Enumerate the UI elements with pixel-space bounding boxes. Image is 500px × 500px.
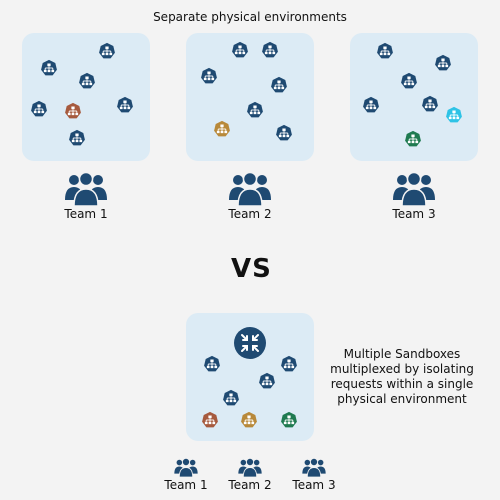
team-1-label: Team 1 — [64, 207, 108, 221]
shared-environment — [186, 313, 314, 441]
bottom-note: Multiple Sandboxes multiplexed by isolat… — [322, 347, 482, 407]
service-node-icon — [421, 95, 439, 113]
service-node-icon — [275, 124, 293, 142]
service-node-red-icon — [64, 102, 82, 120]
vs-label: VS — [231, 254, 272, 284]
service-node-icon — [362, 96, 380, 114]
service-node-icon — [376, 42, 394, 60]
top-title: Separate physical environments — [153, 10, 347, 24]
bottom-note-line: physical environment — [337, 392, 467, 406]
service-node-green-icon — [404, 130, 422, 148]
service-node-icon — [203, 355, 221, 373]
service-node-icon — [434, 54, 452, 72]
router-icon — [233, 326, 267, 360]
service-node-icon — [222, 389, 240, 407]
environment-1 — [22, 33, 150, 161]
team-3-label: Team 3 — [292, 478, 336, 492]
service-node-icon — [68, 129, 86, 147]
service-node-icon — [270, 76, 288, 94]
team-1-label: Team 1 — [164, 478, 208, 492]
service-node-gold-icon — [213, 120, 231, 138]
bottom-note-line: requests within a single — [330, 377, 474, 391]
service-node-icon — [231, 41, 249, 59]
service-node-icon — [261, 41, 279, 59]
service-node-icon — [200, 67, 218, 85]
service-node-icon — [246, 101, 264, 119]
team-3-people-icon — [391, 170, 437, 210]
environment-2 — [186, 33, 314, 161]
service-node-icon — [30, 100, 48, 118]
service-node-icon — [116, 96, 134, 114]
service-node-green-icon — [280, 411, 298, 429]
team-1-people-icon — [63, 170, 109, 210]
team-2-label: Team 2 — [228, 478, 272, 492]
service-node-red-icon — [201, 411, 219, 429]
team-2-people-icon — [227, 170, 273, 210]
service-node-icon — [400, 72, 418, 90]
service-node-icon — [280, 355, 298, 373]
team-2-label: Team 2 — [228, 207, 272, 221]
team-3-label: Team 3 — [392, 207, 436, 221]
service-node-icon — [98, 42, 116, 60]
service-node-icon — [78, 72, 96, 90]
service-node-icon — [40, 59, 58, 77]
environment-3 — [350, 33, 478, 161]
service-node-icon — [258, 372, 276, 390]
service-node-gold-icon — [240, 411, 258, 429]
bottom-note-line: multiplexed by isolating — [330, 362, 474, 376]
service-node-cyan-icon — [445, 106, 463, 124]
bottom-note-line: Multiple Sandboxes — [343, 347, 461, 361]
